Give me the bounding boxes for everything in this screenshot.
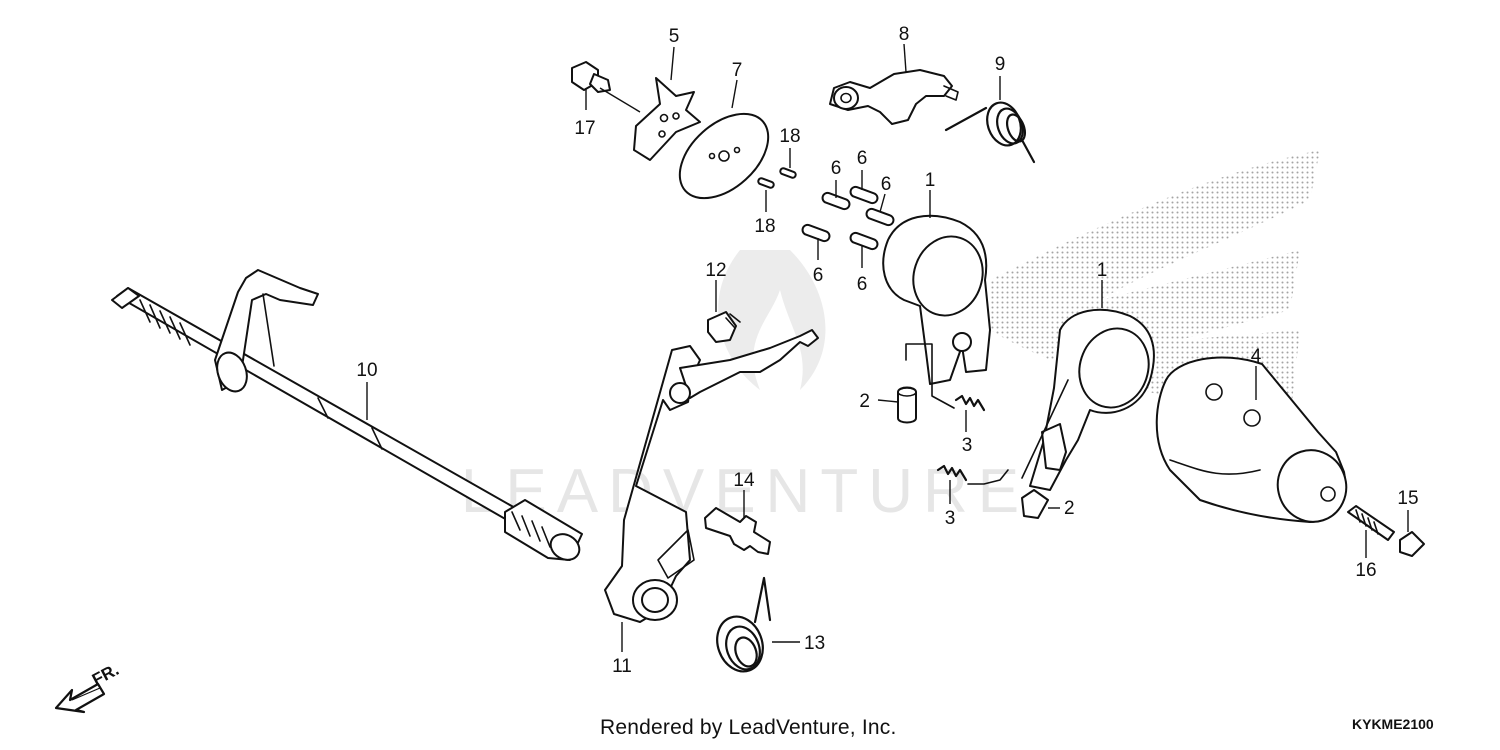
pins-6 [801,185,895,251]
callout-11: 11 [612,656,632,677]
stud-16 [1347,505,1395,541]
callout-10: 10 [356,360,377,381]
cam-plate [633,77,701,161]
springs-3 [905,343,1009,485]
callout-2a: 2 [859,391,870,412]
shift-arm [829,69,959,125]
pivot-bolt [704,507,771,555]
callout-7: 7 [732,60,743,81]
stopper-plate [678,112,770,200]
pin-12 [707,311,741,343]
callout-2b: 2 [1064,498,1075,519]
callout-14: 14 [733,470,755,491]
footer-credit: Rendered by LeadVenture, Inc. [600,716,897,739]
shift-fork-upper [882,214,991,385]
shift-drum [1155,356,1348,523]
callout-labels: 5 7 8 9 17 18 18 6 6 6 6 6 1 1 4 10 12 2… [356,24,1418,677]
callout-15: 15 [1397,488,1418,509]
callout-9: 9 [995,54,1006,75]
callout-6d: 6 [813,265,824,286]
callout-18b: 18 [754,216,775,237]
callout-8: 8 [899,24,910,45]
callout-1b: 1 [1097,260,1108,281]
front-direction-arrow-icon: FR. [54,660,122,714]
callout-13: 13 [804,633,825,654]
pin-15 [1399,531,1425,557]
leader-lines [366,43,1409,652]
shift-spindle-shaft [111,269,583,561]
stopper-arm [604,329,819,623]
guide-pins-2 [897,386,1049,519]
callout-5: 5 [669,26,680,47]
callout-6a: 6 [831,158,842,179]
callout-12: 12 [705,260,726,281]
callout-18a: 18 [779,126,800,147]
callout-3a: 3 [962,435,973,456]
dowel-pins-18 [757,167,797,189]
diagram-code: KYKME2100 [1352,716,1434,732]
callout-4: 4 [1251,346,1262,367]
bolt-17 [571,61,611,93]
watermark-text: LEADVENTURE [461,457,1029,526]
shift-fork-lower [1021,308,1155,491]
torsion-spring-9 [944,101,1036,164]
return-spring [716,576,772,673]
callout-16: 16 [1355,560,1376,581]
callout-6c: 6 [881,174,892,195]
callout-1a: 1 [925,170,936,191]
callout-6b: 6 [857,148,868,169]
callout-17: 17 [574,118,595,139]
callout-6e: 6 [857,274,868,295]
callout-3b: 3 [945,508,956,529]
